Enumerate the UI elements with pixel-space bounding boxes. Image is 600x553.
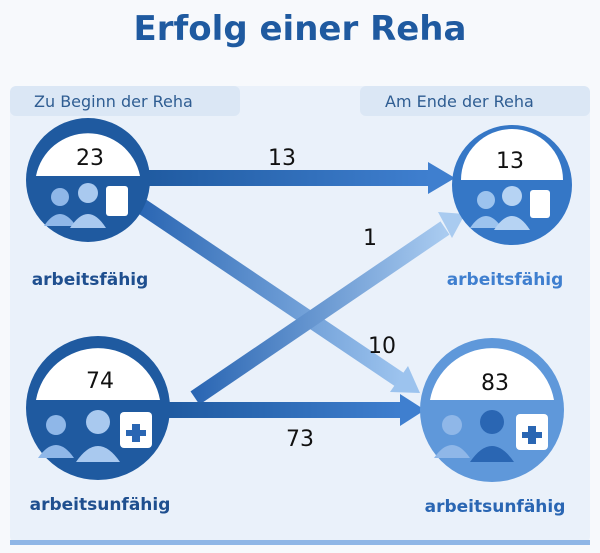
node-label-start-fit: arbeitsfähig xyxy=(32,270,149,290)
flow-label-unfit-to-fit: 1 xyxy=(363,226,377,251)
node-count: 74 xyxy=(86,369,114,394)
node-label-end-fit: arbeitsfähig xyxy=(447,270,564,290)
node-start-fit: 23 xyxy=(26,118,150,242)
flow-label-unfit-to-unfit: 73 xyxy=(286,427,314,452)
node-count: 83 xyxy=(481,371,509,396)
flow-unfit-to-unfit xyxy=(165,394,425,426)
node-end-unfit: 83 xyxy=(420,338,564,482)
patient-medical-icon xyxy=(38,410,152,462)
node-count: 13 xyxy=(496,149,524,174)
flow-unfit-to-fit xyxy=(190,212,465,405)
node-label-start-unfit: arbeitsunfähig xyxy=(30,495,171,515)
node-start-unfit: 74 xyxy=(26,336,170,480)
flow-fit-to-fit xyxy=(140,162,455,194)
panel-bottom-bar xyxy=(10,540,590,545)
header-start: Zu Beginn der Reha xyxy=(34,92,193,111)
page-title: Erfolg einer Reha xyxy=(134,9,467,49)
node-label-end-unfit: arbeitsunfähig xyxy=(425,497,566,517)
node-end-fit: 13 xyxy=(452,125,572,245)
patient-clipboard-icon xyxy=(470,186,550,230)
flow-label-fit-to-unfit: 10 xyxy=(368,334,396,359)
header-end: Am Ende der Reha xyxy=(385,92,534,111)
flow-label-fit-to-fit: 13 xyxy=(268,146,296,171)
patient-clipboard-icon xyxy=(44,183,128,228)
header-start-tab xyxy=(10,86,240,116)
node-count: 23 xyxy=(76,146,104,171)
flow-fit-to-unfit xyxy=(135,198,420,393)
header-end-tab xyxy=(360,86,590,116)
patient-medical-icon xyxy=(434,410,548,462)
